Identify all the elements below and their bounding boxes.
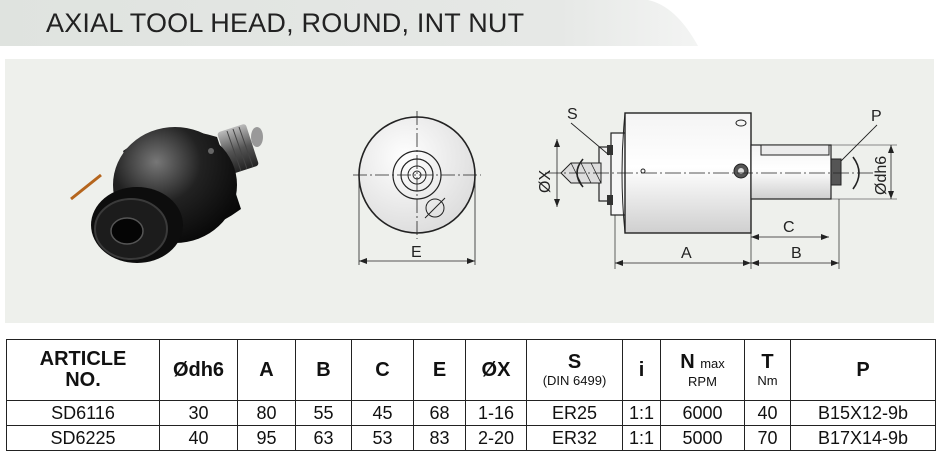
dim-label-p: P — [871, 108, 882, 125]
dim-label-a: A — [681, 245, 692, 262]
header-t-sub: Nm — [757, 373, 778, 388]
header-s-sub: (DIN 6499) — [542, 373, 607, 388]
header-b: B — [295, 339, 352, 401]
cell-e: 83 — [413, 425, 466, 451]
cell-n: 6000 — [660, 400, 745, 426]
cell-b: 55 — [295, 400, 352, 426]
header-a: A — [237, 339, 296, 401]
cell-a: 80 — [237, 400, 296, 426]
header-n-label: N — [680, 350, 695, 373]
table-row: SD6116 30 80 55 45 68 1-16 ER25 1:1 6000… — [6, 400, 936, 426]
spec-table: ARTICLE NO. Ødh6 A B C E ØX S (DIN 6499)… — [6, 339, 936, 451]
page-title: AXIAL TOOL HEAD, ROUND, INT NUT — [46, 8, 525, 38]
cell-p: B15X12-9b — [790, 400, 936, 426]
cell-a: 95 — [237, 425, 296, 451]
table-header-row: ARTICLE NO. Ødh6 A B C E ØX S (DIN 6499)… — [6, 339, 936, 401]
header-n: N max RPM — [660, 339, 745, 401]
header-article-line1: ARTICLE — [39, 348, 127, 370]
header-article: ARTICLE NO. — [6, 339, 160, 401]
header-i: i — [622, 339, 661, 401]
title-band-shape — [0, 0, 698, 46]
cell-article: SD6225 — [6, 425, 160, 451]
cell-ox: 1-16 — [465, 400, 527, 426]
dim-label-b: B — [791, 245, 802, 262]
front-view — [353, 111, 481, 265]
header-s-label: S — [567, 351, 582, 373]
cell-i: 1:1 — [622, 400, 661, 426]
cell-e: 68 — [413, 400, 466, 426]
cell-article: SD6116 — [6, 400, 160, 426]
cell-c: 53 — [351, 425, 414, 451]
header-ox: ØX — [465, 339, 527, 401]
dim-label-odh6: Ødh6 — [873, 156, 890, 195]
dim-label-s: S — [567, 106, 578, 123]
header-s: S (DIN 6499) — [526, 339, 623, 401]
cell-odh6: 30 — [159, 400, 238, 426]
dim-label-ox: ØX — [537, 170, 554, 193]
header-e: E — [413, 339, 466, 401]
product-photo — [70, 124, 263, 263]
header-n-max: max — [700, 355, 725, 371]
cell-i: 1:1 — [622, 425, 661, 451]
title-banner: AXIAL TOOL HEAD, ROUND, INT NUT — [0, 0, 700, 46]
dim-label-e: E — [411, 244, 422, 261]
cell-ox: 2-20 — [465, 425, 527, 451]
table-row: SD6225 40 95 63 53 83 2-20 ER32 1:1 5000… — [6, 425, 936, 451]
header-n-sub: RPM — [688, 373, 717, 389]
cell-t: 70 — [744, 425, 791, 451]
header-c: C — [351, 339, 414, 401]
cell-s: ER32 — [526, 425, 623, 451]
dim-label-c: C — [783, 219, 795, 236]
header-t-label: T — [761, 351, 774, 373]
cell-s: ER25 — [526, 400, 623, 426]
cell-p: B17X14-9b — [790, 425, 936, 451]
cell-c: 45 — [351, 400, 414, 426]
side-view — [545, 112, 897, 269]
header-article-line2: NO. — [65, 369, 101, 391]
figure-panel: E — [5, 59, 934, 323]
header-t: T Nm — [744, 339, 791, 401]
header-odh6: Ødh6 — [159, 339, 238, 401]
cell-n: 5000 — [660, 425, 745, 451]
cell-b: 63 — [295, 425, 352, 451]
header-p: P — [790, 339, 936, 401]
technical-drawing: E — [70, 106, 897, 269]
cell-odh6: 40 — [159, 425, 238, 451]
cell-t: 40 — [744, 400, 791, 426]
